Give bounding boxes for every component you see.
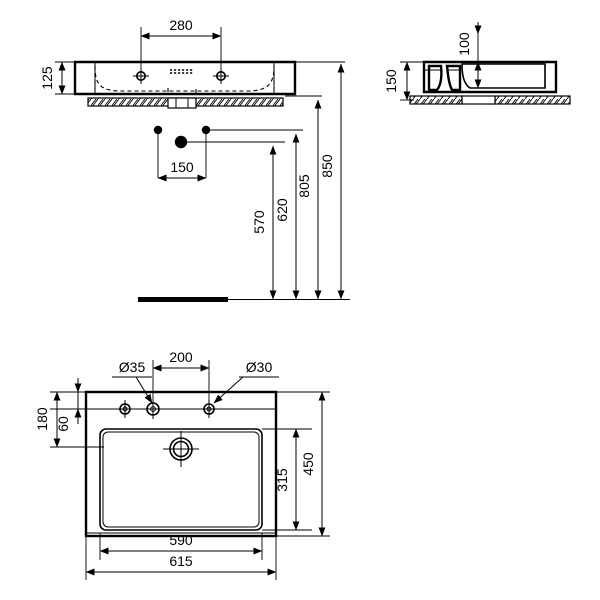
side-floor-band <box>409 95 571 105</box>
dimension-280: 280 <box>140 17 222 40</box>
annotation-diameter-30-label: Ø30 <box>246 359 273 375</box>
dimension-620-label: 620 <box>274 198 290 222</box>
dimension-180-label: 180 <box>34 407 50 431</box>
view-plan: 200 Ø35 Ø30 180 60 <box>34 349 330 580</box>
dimension-450-label: 450 <box>300 452 316 476</box>
dimension-200-label: 200 <box>169 349 193 365</box>
front-floor-band <box>87 97 284 109</box>
dimension-150-side: 150 <box>383 61 426 101</box>
basin-front-body <box>73 60 297 96</box>
view-side-section: 150 100 <box>383 22 571 105</box>
dimension-150-label: 150 <box>170 159 194 175</box>
annotation-diameter-35: Ø35 <box>112 359 153 404</box>
dimension-570: 570 <box>251 145 277 300</box>
overflow-slot <box>170 69 194 74</box>
dimension-180: 180 <box>34 391 61 448</box>
dimension-450: 450 <box>300 391 326 537</box>
side-outer-body <box>422 60 558 94</box>
dimension-590: 590 <box>99 532 263 555</box>
plan-bowl-outline <box>99 428 263 531</box>
dimension-125: 125 <box>39 61 77 95</box>
dimension-200: 200 <box>152 349 210 403</box>
front-height-leaders <box>181 61 345 143</box>
dimension-60-label: 60 <box>55 416 71 432</box>
view-front-elevation: 280 <box>39 17 350 302</box>
dimension-315: 315 <box>274 428 300 531</box>
dimension-150-side-label: 150 <box>383 69 399 93</box>
dimension-100-side: 100 <box>456 22 482 89</box>
dimension-850: 850 <box>319 63 345 300</box>
dimension-150: 150 <box>157 159 207 182</box>
plan-tap-hole-left <box>116 400 134 418</box>
floor-thick-bar <box>138 297 228 302</box>
dimension-60: 60 <box>55 378 82 432</box>
dimension-590-label: 590 <box>169 532 193 548</box>
dimension-805: 805 <box>296 99 322 300</box>
plan-outer-outline <box>84 390 278 538</box>
dimension-100-side-label: 100 <box>456 32 472 56</box>
annotation-diameter-30: Ø30 <box>213 359 279 404</box>
annotation-diameter-35-label: Ø35 <box>119 359 146 375</box>
dimension-850-label: 850 <box>319 154 335 178</box>
dimension-315-label: 315 <box>274 468 290 492</box>
dimension-615-label: 615 <box>169 553 193 569</box>
supply-point-left <box>153 125 163 135</box>
front-tap-hole-left <box>133 68 149 84</box>
dimension-620: 620 <box>274 133 300 300</box>
plan-drain-outlet <box>163 431 199 467</box>
dimension-125-label: 125 <box>39 66 55 90</box>
side-inner-profile <box>424 63 546 93</box>
floor-datum <box>138 297 350 302</box>
dimension-805-label: 805 <box>296 174 312 198</box>
dimension-570-label: 570 <box>251 210 267 234</box>
front-tap-hole-right <box>213 68 229 84</box>
dimension-615: 615 <box>85 553 277 576</box>
dimension-280-label: 280 <box>169 17 193 33</box>
